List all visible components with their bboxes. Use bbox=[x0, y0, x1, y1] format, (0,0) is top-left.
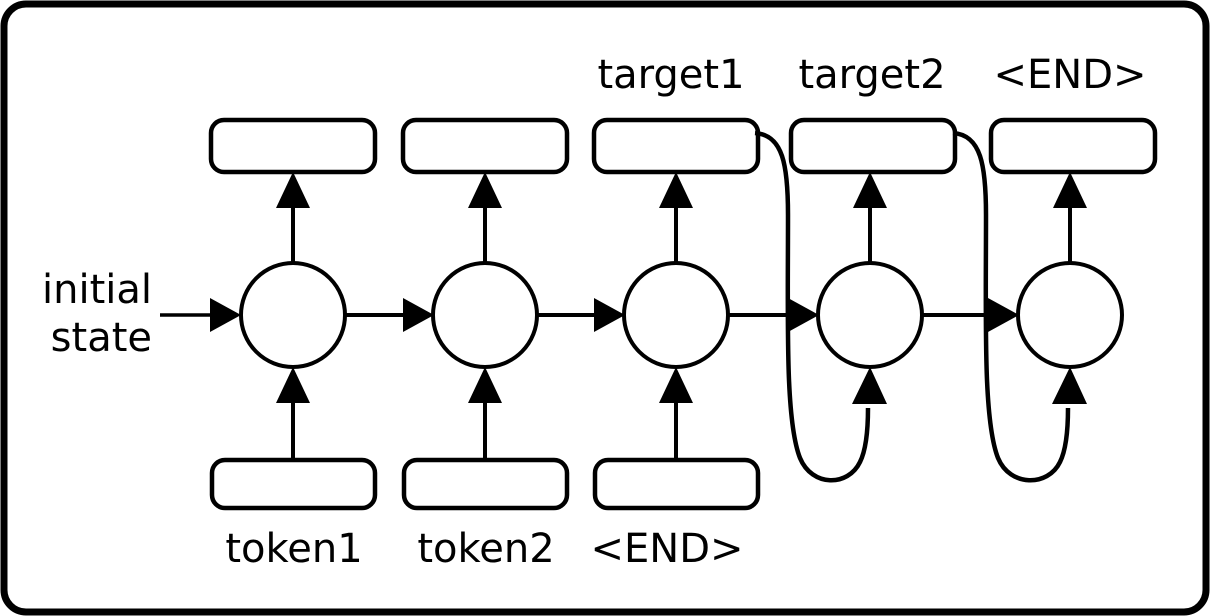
arrow-up-head-5 bbox=[1053, 172, 1087, 208]
rnn-cell-5 bbox=[1016, 261, 1124, 369]
output-box-2 bbox=[400, 117, 570, 175]
initial-state-arrow-head bbox=[210, 298, 241, 332]
initial-state-label-line1: initial bbox=[42, 267, 152, 313]
rnn-cell-1 bbox=[239, 261, 347, 369]
feedback-curve-target2 bbox=[952, 130, 1071, 483]
initial-state-label-line2: state bbox=[51, 315, 152, 361]
state-arrow-head-1-2 bbox=[403, 298, 434, 332]
output-box-1 bbox=[208, 117, 378, 175]
output-label-5: <END> bbox=[993, 52, 1146, 98]
feedback-curve-target1 bbox=[754, 130, 871, 483]
input-box-3 bbox=[592, 457, 761, 511]
arrow-in-head-1 bbox=[276, 367, 310, 403]
input-label-3: <END> bbox=[590, 526, 743, 572]
arrow-up-head-2 bbox=[468, 172, 502, 208]
output-box-5 bbox=[988, 117, 1158, 175]
arrow-up-head-3 bbox=[659, 172, 693, 208]
feedback-arrow-head-target1 bbox=[852, 367, 887, 404]
input-box-1 bbox=[209, 457, 378, 511]
output-box-3 bbox=[591, 117, 761, 175]
rnn-cell-2 bbox=[431, 261, 539, 369]
input-box-2 bbox=[401, 457, 570, 511]
arrow-up-head-1 bbox=[276, 172, 310, 208]
arrow-in-head-3 bbox=[659, 367, 693, 403]
feedback-arrow-head-target2 bbox=[1052, 367, 1087, 404]
state-arrow-head-2-3 bbox=[594, 298, 625, 332]
state-arrow-head-3-4 bbox=[788, 298, 819, 332]
rnn-cell-4 bbox=[816, 261, 924, 369]
rnn-cell-3 bbox=[622, 261, 730, 369]
output-label-3: target1 bbox=[597, 52, 744, 98]
input-label-1: token1 bbox=[225, 526, 362, 572]
output-label-4: target2 bbox=[798, 52, 945, 98]
input-label-2: token2 bbox=[417, 526, 554, 572]
output-box-4 bbox=[788, 117, 958, 175]
arrow-up-head-4 bbox=[853, 172, 887, 208]
state-arrow-head-4-5 bbox=[988, 298, 1019, 332]
arrow-in-head-2 bbox=[468, 367, 502, 403]
